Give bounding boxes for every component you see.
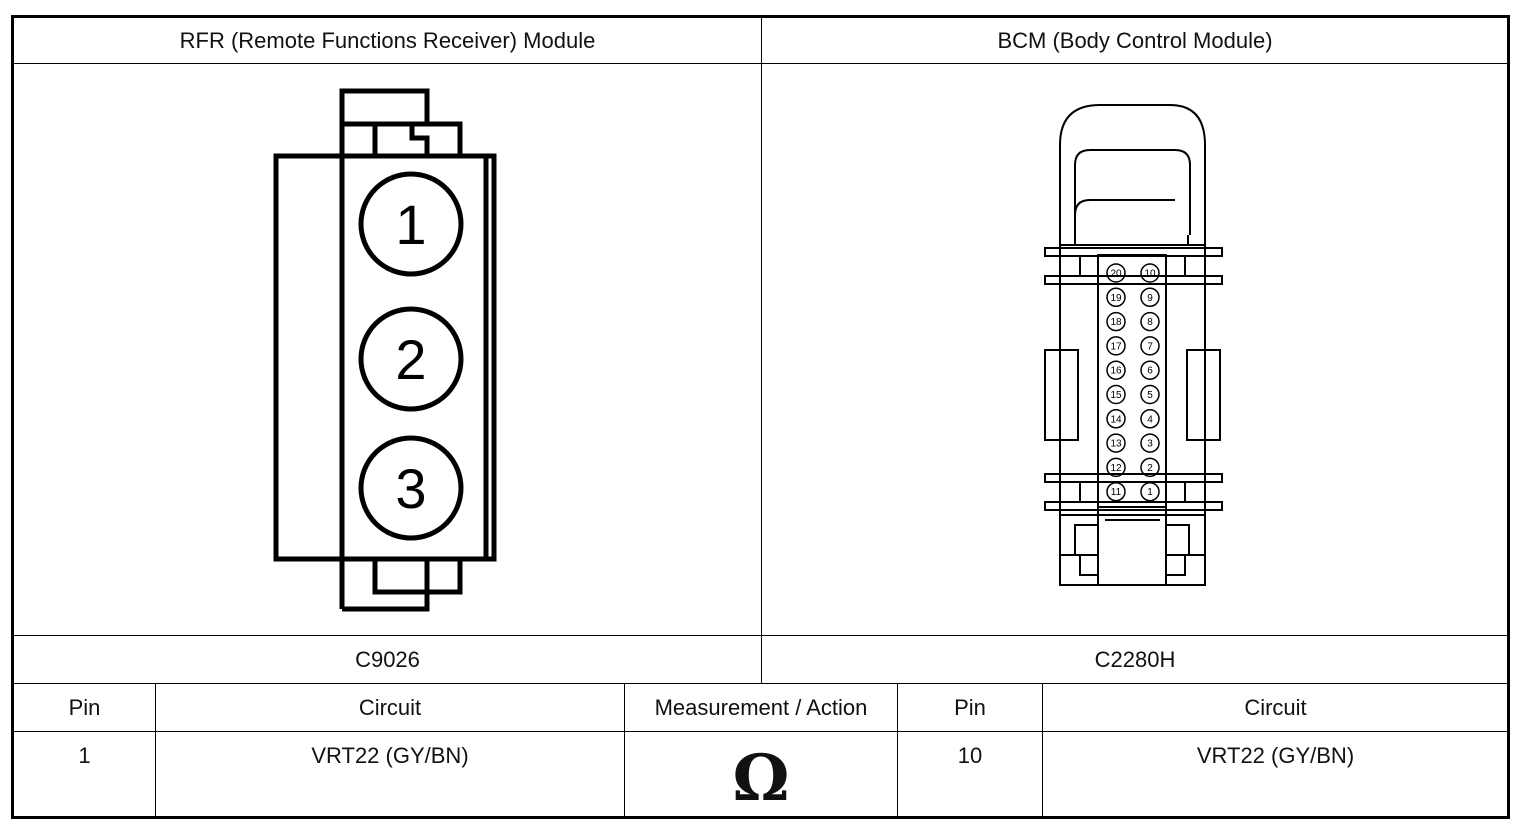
row-pin-bcm: 10 [957, 743, 983, 768]
header-circuit-bcm: Circuit [1244, 694, 1307, 720]
bcm-pin-14-label: 14 [1110, 414, 1122, 425]
bcm-pin-17-circle [1106, 336, 1126, 356]
bcm-pin-12-circle [1106, 457, 1126, 478]
bcm-pin-19-circle [1106, 287, 1126, 308]
bcm-pin-13-label: 13 [1110, 439, 1122, 450]
bcm-pin-20-circle [1106, 263, 1126, 283]
bcm-pin-18-circle [1106, 311, 1126, 332]
diagram-frame [11, 15, 1510, 819]
bcm-pin-5-circle [1140, 384, 1160, 405]
bcm-connector-id: C2280H [1094, 646, 1176, 672]
header-pin-bcm: Pin [954, 694, 986, 720]
bcm-pin-13-circle [1106, 433, 1126, 453]
pin-3-circle [358, 435, 464, 541]
pin-3-label: 3 [395, 457, 426, 520]
bcm-pin-15-circle [1106, 384, 1126, 405]
divider [1042, 684, 1043, 818]
rfr-module-title: RFR (Remote Functions Receiver) Module [179, 27, 596, 53]
bcm-pin-12-label: 12 [1110, 463, 1122, 474]
bcm-pin-11-circle [1106, 481, 1126, 502]
divider [897, 684, 898, 818]
divider [12, 63, 1509, 64]
row-pin-rfr: 1 [78, 743, 91, 768]
bcm-pin-2-label: 2 [1147, 463, 1153, 474]
bcm-pin-16-label: 16 [1110, 366, 1122, 377]
bcm-pin-10-label: 10 [1144, 269, 1156, 280]
bcm-pin-15-label: 15 [1110, 390, 1122, 401]
pin-2-label: 2 [395, 328, 426, 391]
header-circuit-rfr: Circuit [358, 694, 422, 720]
bcm-pin-3-circle [1140, 433, 1160, 453]
bcm-pin-6-label: 6 [1147, 366, 1153, 377]
divider [12, 731, 1509, 732]
bcm-pin-2-circle [1140, 457, 1160, 478]
rfr-connector-id: C9026 [355, 646, 420, 672]
bcm-pin-7-circle [1140, 336, 1160, 356]
rfr-connector-drawing: 1 2 3 [273, 88, 497, 612]
bcm-pin-4-circle [1140, 409, 1160, 429]
bcm-pin-3-label: 3 [1147, 439, 1153, 450]
bcm-pin-17-label: 17 [1110, 341, 1122, 352]
divider [12, 683, 1509, 684]
divider [12, 635, 1509, 636]
divider [624, 684, 625, 818]
bcm-connector-drawing: 20 19 18 17 16 15 14 13 12 11 10 9 8 7 6 5 4 3 2 1 [1044, 104, 1223, 586]
bcm-pin-7-label: 7 [1147, 341, 1153, 352]
ohm-icon: Ω [732, 740, 790, 816]
pin-2-circle [358, 306, 464, 412]
bcm-module-title: BCM (Body Control Module) [997, 27, 1273, 53]
bcm-pin-14-circle [1106, 409, 1126, 429]
header-measurement: Measurement / Action [654, 694, 868, 720]
bcm-pin-6-circle [1140, 360, 1160, 380]
bcm-pin-16-circle [1106, 360, 1126, 380]
header-pin-rfr: Pin [68, 694, 101, 720]
divider [155, 684, 156, 818]
bcm-pin-9-circle [1140, 287, 1160, 308]
pin-1-label: 1 [395, 193, 426, 256]
bcm-pin-1-label: 1 [1147, 487, 1153, 498]
bcm-pin-8-label: 8 [1147, 317, 1153, 328]
bcm-pin-20-label: 20 [1110, 269, 1122, 280]
divider [761, 16, 762, 684]
row-circuit-bcm: VRT22 (GY/BN) [1196, 743, 1355, 768]
bcm-pin-18-label: 18 [1110, 317, 1122, 328]
bcm-pin-5-label: 5 [1147, 390, 1153, 401]
bcm-pin-4-label: 4 [1147, 414, 1153, 425]
bcm-pin-1-circle [1140, 481, 1160, 502]
pin-1-circle [358, 171, 464, 277]
row-circuit-rfr: VRT22 (GY/BN) [311, 743, 469, 768]
bcm-pin-9-label: 9 [1147, 293, 1153, 304]
bcm-pin-19-label: 19 [1110, 293, 1122, 304]
bcm-pin-10-circle [1140, 263, 1160, 283]
bcm-pin-8-circle [1140, 311, 1160, 332]
bcm-pin-11-label: 11 [1111, 487, 1122, 498]
connector-body [273, 153, 497, 562]
